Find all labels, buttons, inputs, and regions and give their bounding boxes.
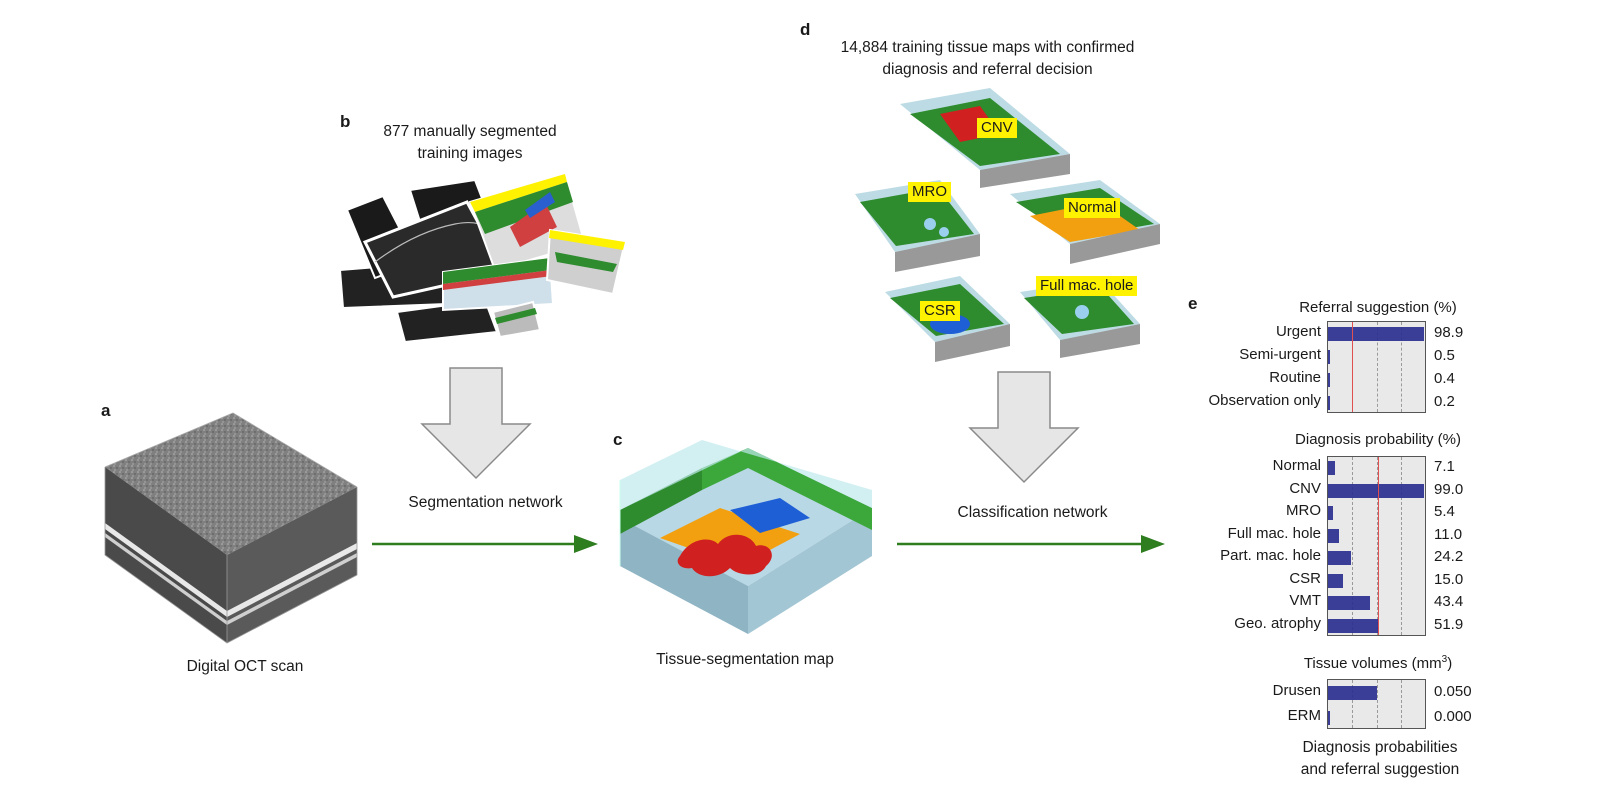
diagnosis-bar — [1328, 596, 1371, 611]
diagnosis-gridline — [1352, 457, 1354, 635]
diagnosis-row-value: 24.2 — [1434, 548, 1464, 566]
arrow-right-a-to-c — [372, 535, 598, 553]
volumes-title-text: Tissue volumes (mm — [1303, 655, 1442, 672]
volumes-row-label: Drusen — [1272, 681, 1321, 699]
panel-a-letter: a — [101, 401, 111, 420]
referral-bar — [1328, 395, 1330, 410]
diagnosis-row-value: 51.9 — [1434, 615, 1464, 633]
referral-gridline — [1376, 322, 1378, 412]
diagnosis-row-label: Part. mac. hole — [1220, 547, 1321, 565]
panel-c-caption: Tissue-segmentation map — [656, 651, 834, 668]
panel-d-letter: d — [800, 20, 811, 39]
volumes-bar — [1328, 685, 1377, 700]
referral-gridline — [1400, 322, 1402, 412]
volumes-bar — [1328, 710, 1330, 725]
diagnosis-bar — [1328, 551, 1352, 566]
referral-title: Referral suggestion (%) — [1299, 299, 1457, 316]
referral-row-label: Routine — [1269, 368, 1321, 386]
diagnosis-row-value: 99.0 — [1434, 480, 1464, 498]
referral-plot-box — [1327, 321, 1426, 413]
diagnosis-gridline — [1400, 457, 1402, 635]
panel-b-letter: b — [340, 112, 351, 131]
label-normal: Normal — [1064, 198, 1121, 218]
panel-c-letter: c — [613, 430, 623, 449]
diagnosis-title: Diagnosis probability (%) — [1295, 431, 1461, 448]
label-full-mac-hole: Full mac. hole — [1036, 276, 1138, 296]
diagnosis-bar — [1328, 528, 1339, 543]
oct-volume-illustration — [104, 412, 358, 644]
panel-d-caption-line1: 14,884 training tissue maps with confirm… — [840, 39, 1135, 56]
diagnosis-row-label: VMT — [1289, 592, 1321, 610]
diagnosis-gridline — [1376, 457, 1378, 635]
diagnosis-row-label: CSR — [1289, 569, 1321, 587]
diagnosis-threshold-line — [1378, 457, 1380, 635]
diagnosis-row-label: CNV — [1289, 479, 1321, 497]
panel-d-caption: 14,884 training tissue maps with confirm… — [800, 37, 1175, 81]
tissue-segmentation-map-illustration — [619, 440, 872, 634]
diagnosis-row-value: 11.0 — [1434, 525, 1463, 543]
diagnosis-row-label: Geo. atrophy — [1234, 614, 1321, 632]
referral-row-label: Urgent — [1275, 322, 1321, 340]
panel-e-caption-line2: and referral suggestion — [1300, 761, 1460, 778]
diagnosis-row-label: Normal — [1272, 457, 1321, 475]
panel-b-caption-line2: training images — [417, 145, 523, 162]
label-csr: CSR — [920, 301, 960, 321]
referral-row-value: 98.9 — [1434, 323, 1464, 341]
referral-row-value: 0.5 — [1434, 346, 1455, 364]
diagnosis-plot-box — [1327, 456, 1426, 636]
arrow-down-classification — [968, 371, 1080, 484]
tissue-map-cnv — [900, 88, 1070, 188]
diagnosis-row-label: Full mac. hole — [1227, 524, 1321, 542]
tissue-map-normal — [1010, 180, 1160, 264]
segmentation-network-label: Segmentation network — [408, 494, 563, 511]
volumes-title-sup: 3 — [1441, 654, 1448, 665]
label-cnv: CNV — [977, 118, 1017, 138]
diagnosis-row-label: MRO — [1286, 502, 1321, 520]
volumes-gridline — [1376, 680, 1378, 728]
arrow-down-segmentation — [420, 367, 532, 480]
referral-bar — [1328, 326, 1424, 341]
volumes-plot-box — [1327, 679, 1426, 729]
panel-b-caption: 877 manually segmented training images — [355, 121, 585, 165]
volumes-title: Tissue volumes (mm3) — [1268, 654, 1488, 672]
diagnosis-row-value: 15.0 — [1434, 570, 1464, 588]
classification-network-label: Classification network — [957, 504, 1108, 521]
panel-d-caption-line2: diagnosis and referral decision — [882, 61, 1093, 78]
referral-row-value: 0.4 — [1434, 369, 1455, 387]
label-mro: MRO — [908, 182, 951, 202]
diagnosis-bar — [1328, 461, 1335, 476]
diagnosis-bar — [1328, 573, 1343, 588]
panel-e-caption-line1: Diagnosis probabilities — [1302, 739, 1458, 756]
referral-bar — [1328, 349, 1330, 364]
referral-bar — [1328, 372, 1330, 387]
referral-threshold-line — [1352, 322, 1354, 412]
panel-b-caption-line1: 877 manually segmented — [383, 123, 557, 140]
referral-row-label: Observation only — [1208, 391, 1321, 409]
arrow-right-c-to-e — [897, 535, 1165, 553]
volumes-row-label: ERM — [1287, 706, 1321, 724]
volumes-title-end: ) — [1447, 655, 1453, 672]
volumes-row-value: 0.000 — [1434, 707, 1472, 725]
volumes-row-value: 0.050 — [1434, 682, 1472, 700]
diagnosis-bar — [1328, 618, 1379, 633]
volumes-gridline — [1352, 680, 1354, 728]
referral-row-label: Semi-urgent — [1239, 345, 1321, 363]
diagnosis-bar — [1328, 483, 1425, 498]
panel-e-caption: Diagnosis probabilities and referral sug… — [1262, 737, 1498, 781]
panel-a-caption: Digital OCT scan — [186, 658, 304, 675]
diagnosis-bar — [1328, 506, 1334, 521]
referral-row-value: 0.2 — [1434, 392, 1455, 410]
volumes-gridline — [1400, 680, 1402, 728]
diagnosis-row-value: 7.1 — [1434, 458, 1455, 476]
diagnosis-row-value: 43.4 — [1434, 593, 1464, 611]
diagnosis-row-value: 5.4 — [1434, 503, 1455, 521]
training-images-illustration — [338, 172, 627, 344]
panel-e-letter: e — [1188, 294, 1198, 313]
